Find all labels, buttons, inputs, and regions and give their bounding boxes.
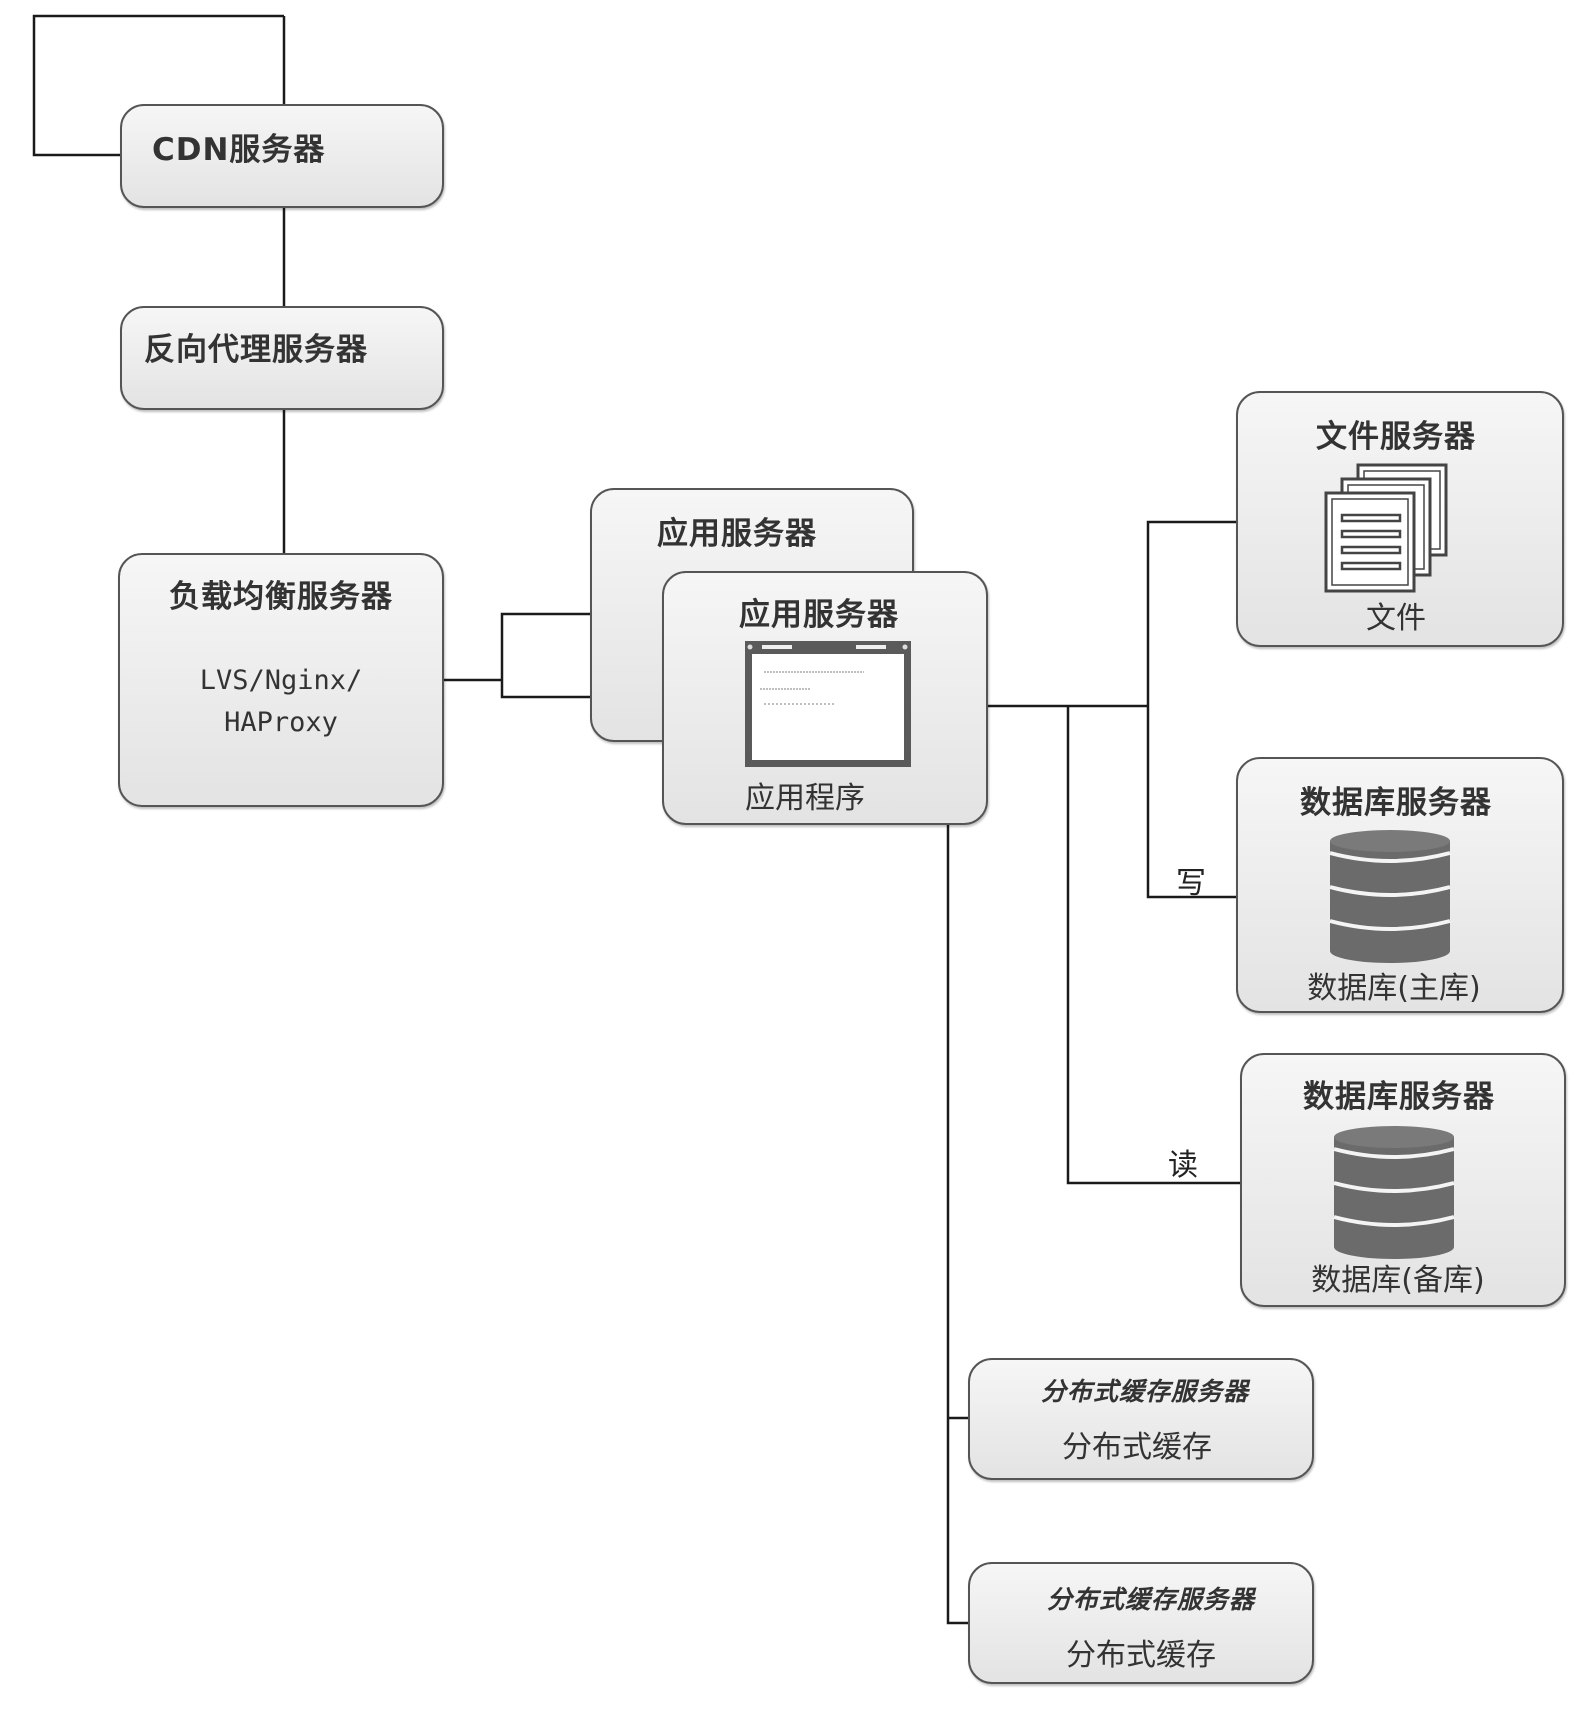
file-server-node[interactable]: 文件服务器 文件 xyxy=(1236,391,1564,647)
cache-server-2-node[interactable]: 分布式缓存服务器 分布式缓存 xyxy=(968,1562,1314,1684)
cache-2-label: 分布式缓存 xyxy=(1066,1638,1216,1673)
app-server-front-node[interactable]: 应用服务器 应用程序 xyxy=(662,571,988,825)
load-balancer-node[interactable]: 负载均衡服务器 LVS/Nginx/ HAProxy xyxy=(118,553,444,807)
load-balancer-tech-line1: LVS/Nginx/ xyxy=(199,665,363,696)
app-window-icon xyxy=(745,641,911,767)
app-server-front-title: 应用服务器 xyxy=(739,597,899,633)
database-icon xyxy=(1333,1126,1455,1259)
reverse-proxy-node[interactable]: 反向代理服务器 xyxy=(120,306,444,410)
cdn-server-title: CDN服务器 xyxy=(152,132,326,168)
cache-server-1-title: 分布式缓存服务器 xyxy=(1040,1377,1249,1406)
read-label: 读 xyxy=(1168,1148,1198,1183)
db-master-label: 数据库(主库) xyxy=(1307,971,1481,1006)
load-balancer-title: 负载均衡服务器 xyxy=(169,579,393,615)
file-label: 文件 xyxy=(1366,601,1426,636)
db-slave-node[interactable]: 数据库服务器 数据库(备库) xyxy=(1240,1053,1566,1307)
db-master-node[interactable]: 数据库服务器 数据库(主库) xyxy=(1236,757,1564,1013)
cache-server-2-title: 分布式缓存服务器 xyxy=(1046,1585,1255,1614)
load-balancer-tech-line2: HAProxy xyxy=(224,707,338,738)
app-program-label: 应用程序 xyxy=(745,781,865,816)
db-master-title: 数据库服务器 xyxy=(1300,785,1492,821)
db-slave-label: 数据库(备库) xyxy=(1311,1263,1485,1298)
document-stack-icon xyxy=(1324,463,1448,593)
write-label: 写 xyxy=(1176,866,1206,901)
edge-lb-app-back xyxy=(500,612,590,680)
edge-db-slave xyxy=(1066,706,1240,1185)
cdn-server-node[interactable]: CDN服务器 xyxy=(120,104,444,208)
app-server-back-title: 应用服务器 xyxy=(657,516,817,552)
edge-origin-loop xyxy=(32,14,284,157)
cache-1-label: 分布式缓存 xyxy=(1062,1430,1212,1465)
cache-server-1-node[interactable]: 分布式缓存服务器 分布式缓存 xyxy=(968,1358,1314,1480)
edge-cache-trunk xyxy=(946,706,968,1625)
file-server-title: 文件服务器 xyxy=(1316,419,1476,455)
reverse-proxy-title: 反向代理服务器 xyxy=(144,332,368,368)
database-icon xyxy=(1329,830,1451,963)
db-slave-title: 数据库服务器 xyxy=(1303,1079,1495,1115)
